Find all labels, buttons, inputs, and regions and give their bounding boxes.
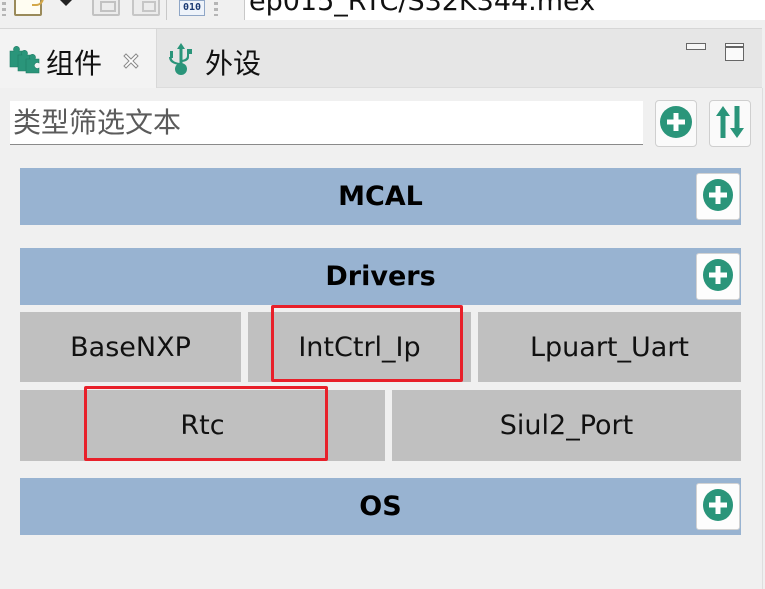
group-title: Drivers: [325, 261, 436, 292]
tab-components-label: 组件: [46, 47, 103, 80]
sort-icon: [715, 105, 745, 143]
view-tab-bar: 组件 外设: [0, 28, 762, 88]
tab-components[interactable]: 组件: [0, 29, 157, 88]
group-title: OS: [359, 491, 402, 522]
add-os-component-button[interactable]: [696, 483, 740, 530]
add-icon: [702, 178, 734, 215]
component-label: Siul2_Port: [499, 410, 634, 441]
component-rtc[interactable]: Rtc: [20, 390, 385, 461]
puzzle-pieces-icon: [8, 43, 42, 79]
add-icon: [702, 258, 734, 295]
save-icon[interactable]: [92, 0, 120, 16]
component-label: Rtc: [180, 410, 225, 441]
component-basenxp[interactable]: BaseNXP: [20, 312, 241, 382]
add-mcal-component-button[interactable]: [696, 173, 740, 220]
component-label: IntCtrl_Ip: [298, 331, 421, 363]
minimize-icon[interactable]: [686, 43, 706, 50]
new-file-icon[interactable]: [14, 0, 44, 16]
group-header-drivers[interactable]: Drivers: [20, 248, 741, 305]
group-header-os[interactable]: OS: [20, 478, 741, 535]
tab-peripherals-label: 外设: [205, 47, 262, 80]
toolbar-grip[interactable]: [214, 2, 218, 16]
component-label: Lpuart_Uart: [529, 331, 690, 363]
dropdown-arrow-icon[interactable]: [60, 0, 72, 6]
config-path-field[interactable]: ep015_RTC/S32K344.mex: [244, 0, 765, 20]
view-right-border: [762, 88, 763, 589]
usb-icon: [168, 43, 194, 81]
tab-peripherals[interactable]: 外设: [158, 29, 278, 88]
component-siul2-port[interactable]: Siul2_Port: [392, 390, 741, 461]
component-intctrl-ip[interactable]: IntCtrl_Ip: [248, 312, 471, 382]
maximize-icon[interactable]: [725, 43, 744, 61]
component-lpuart-uart[interactable]: Lpuart_Uart: [478, 312, 741, 382]
config-path-text: ep015_RTC/S32K344.mex: [249, 0, 596, 17]
sort-button[interactable]: [709, 100, 751, 147]
binary-010-icon[interactable]: 010: [179, 0, 205, 16]
group-title: MCAL: [338, 181, 423, 212]
add-drivers-component-button[interactable]: [696, 253, 740, 300]
save-all-icon[interactable]: [132, 0, 160, 16]
main-toolbar: 010 ep015_RTC/S32K344.mex: [0, 0, 765, 22]
close-icon[interactable]: [121, 51, 141, 71]
group-header-mcal[interactable]: MCAL: [20, 168, 741, 225]
toolbar-separator: [166, 0, 167, 20]
component-label: BaseNXP: [70, 331, 191, 363]
add-icon: [659, 105, 693, 143]
add-component-button[interactable]: [655, 100, 697, 147]
type-filter-input[interactable]: [10, 101, 643, 145]
toolbar-grip[interactable]: [2, 2, 6, 16]
add-icon: [702, 488, 734, 525]
